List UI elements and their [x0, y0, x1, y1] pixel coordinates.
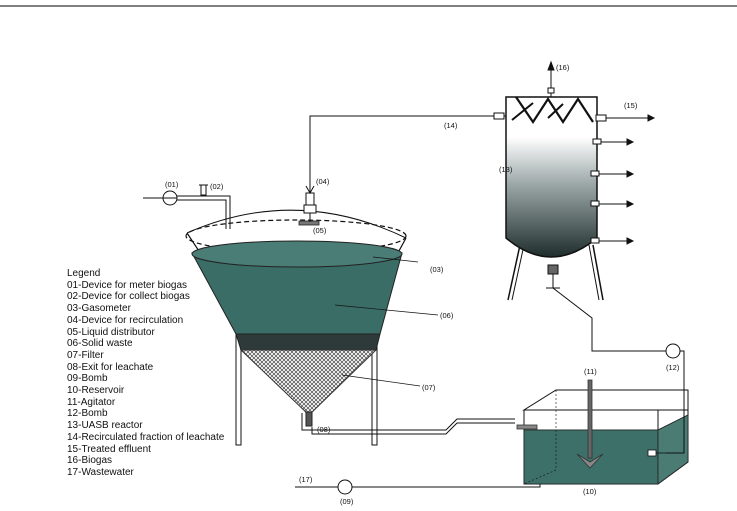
legend-item: 16-Biogas	[67, 455, 113, 467]
legend-item: 01-Device for meter biogas	[67, 279, 188, 291]
label-11: (11)	[584, 367, 597, 376]
label-15: (15)	[624, 101, 638, 110]
label-08: (08)	[317, 425, 331, 434]
pump-12	[552, 287, 685, 454]
legend-item: 15-Treated effluent	[67, 443, 151, 455]
label-06: (06)	[440, 311, 454, 320]
legend-item: 09-Bomb	[67, 373, 108, 385]
reservoir	[516, 379, 689, 485]
biogas-meter	[143, 184, 231, 229]
legend-item: 08-Exit for leachate	[67, 361, 154, 373]
legend-item: 05-Liquid distributor	[67, 326, 155, 338]
label-17: (17)	[299, 475, 313, 484]
legend-item: 11-Agitator	[67, 396, 116, 408]
filter-cone	[239, 349, 378, 416]
label-05: (05)	[313, 226, 327, 235]
label-12: (12)	[666, 363, 680, 372]
legend-item: 03-Gasometer	[67, 303, 131, 315]
label-09: (09)	[340, 497, 354, 506]
legend-item: 10-Reservoir	[67, 385, 125, 397]
uasb-reactor	[505, 60, 656, 301]
pump-09	[295, 479, 541, 495]
digester	[185, 192, 407, 446]
label-07: (07)	[422, 383, 436, 392]
legend-item: 13-UASB reactor	[67, 420, 143, 432]
legend-item: 06-Solid waste	[67, 338, 133, 350]
legend-item: 17-Wastewater	[67, 466, 134, 478]
label-16: (16)	[556, 63, 570, 72]
legend-item: 12-Bomb	[67, 408, 108, 420]
recirculation-line	[305, 112, 506, 195]
legend: Legend 01-Device for meter biogas 02-Dev…	[67, 268, 277, 479]
legend-item: 02-Device for collect biogas	[67, 291, 190, 303]
label-04: (04)	[316, 177, 330, 186]
label-10: (10)	[583, 487, 597, 496]
legend-title: Legend	[67, 268, 101, 279]
legend-item: 07-Filter	[67, 349, 104, 361]
label-01: (01)	[165, 180, 179, 189]
legend-item: 04-Device for recirculation	[67, 314, 184, 326]
label-02: (02)	[210, 182, 224, 191]
label-13: (13)	[499, 165, 513, 174]
leachate-line	[311, 418, 515, 435]
leader-lines	[334, 256, 439, 387]
legend-item: 14-Recirculated fraction of leachate	[67, 431, 225, 443]
label-14: (14)	[444, 121, 458, 130]
label-03: (03)	[430, 265, 444, 274]
